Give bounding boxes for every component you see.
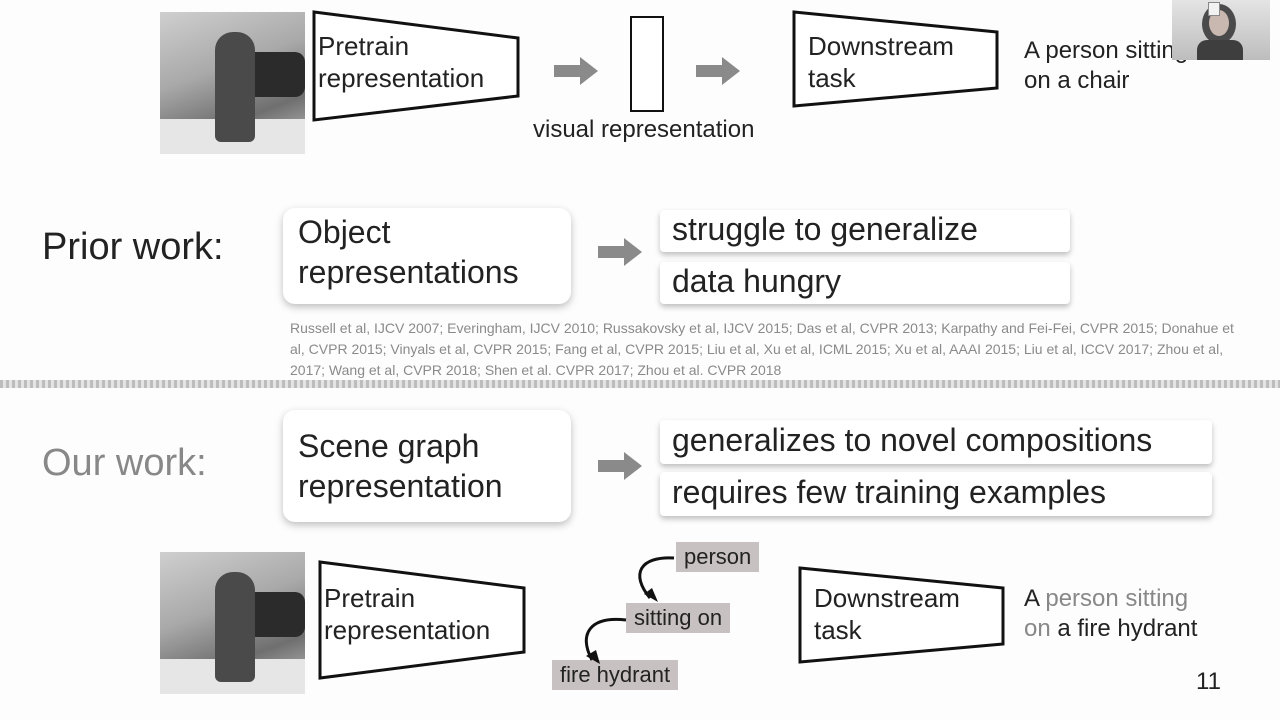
- photo-person-on-hydrant-top: [160, 12, 305, 154]
- graph-arrow-icon: [638, 556, 675, 602]
- arrow-icon: [598, 452, 642, 480]
- graph-node-person: person: [676, 542, 760, 572]
- our-work-heading: Our work:: [42, 442, 207, 484]
- arrow-icon: [696, 57, 740, 85]
- result-label: struggle to generalize: [672, 211, 978, 247]
- page-number: 11: [1196, 668, 1221, 695]
- downstream-decoder-shape-bottom: [798, 566, 1005, 664]
- caption-text: A: [1024, 585, 1046, 612]
- webcam-thumbnail: [1172, 0, 1270, 60]
- caption-highlight: on: [1024, 615, 1051, 642]
- downstream-label-top: Downstream task: [808, 31, 954, 93]
- pretrain-encoder-shape-top: [312, 10, 520, 122]
- citations: Russell et al, IJCV 2007; Everingham, IJ…: [290, 320, 1234, 378]
- caption-text: a fire hydrant: [1050, 615, 1198, 642]
- pretrain-encoder-shape-bottom: [318, 560, 526, 680]
- downstream-decoder-shape-top: [792, 10, 999, 108]
- prior-work-heading: Prior work:: [42, 226, 224, 268]
- pretrain-label-top: Pretrain representation: [318, 31, 485, 93]
- arrow-icon: [554, 57, 598, 85]
- result-generalizes: [660, 420, 1212, 464]
- result-label: data hungry: [672, 263, 842, 299]
- arrow-icon: [598, 238, 642, 266]
- result-label: generalizes to novel compositions: [672, 422, 1153, 458]
- caption-bottom: A person sitting on a fire hydrant: [1024, 584, 1197, 644]
- result-data-hungry: [660, 262, 1070, 304]
- scene-graph-representation-card: [283, 410, 571, 522]
- object-representations-label: Object representations: [298, 214, 519, 290]
- graph-edge-sitting-on: sitting on: [626, 603, 731, 633]
- result-label: requires few training examples: [672, 474, 1106, 510]
- scene-graph-representation-label: Scene graph representation: [298, 428, 503, 504]
- graph-node-fire-hydrant: fire hydrant: [552, 660, 679, 690]
- photo-person-on-hydrant-bottom: [160, 552, 305, 694]
- visual-representation-label: visual representation: [533, 116, 755, 143]
- caption-highlight: person sitting: [1045, 585, 1189, 612]
- result-few-examples: [660, 472, 1212, 516]
- result-struggle-to-generalize: [660, 210, 1070, 252]
- visual-representation-vector: [630, 16, 664, 112]
- graph-arrow-icon: [584, 617, 627, 664]
- pretrain-label-bottom: Pretrain representation: [324, 583, 491, 645]
- section-divider: [0, 380, 1280, 388]
- object-representations-card: [283, 208, 571, 304]
- caption-top: A person sitting on a chair: [1024, 37, 1189, 94]
- downstream-label-bottom: Downstream task: [814, 583, 960, 645]
